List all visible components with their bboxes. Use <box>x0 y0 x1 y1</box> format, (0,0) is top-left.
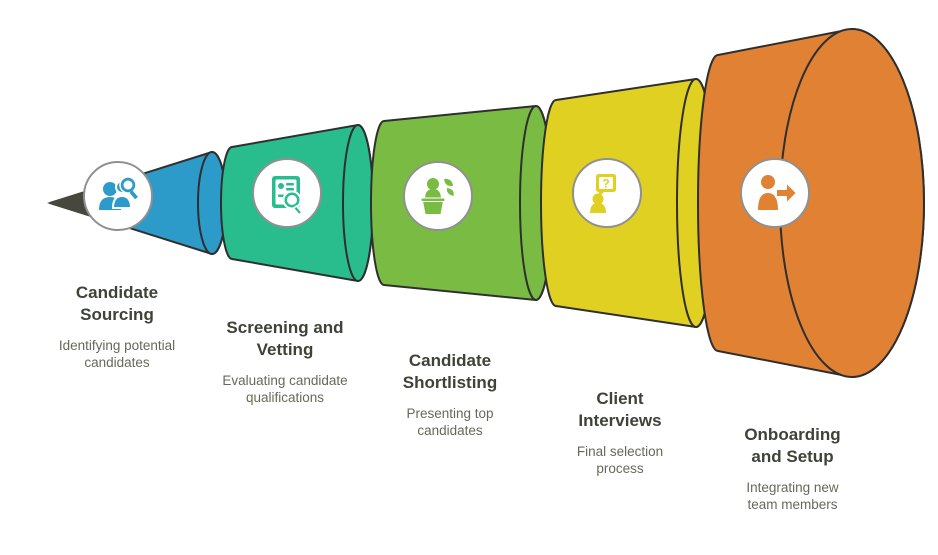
stage-4-label: Client Interviews Final selection proces… <box>540 388 700 478</box>
forward-arrow <box>775 181 798 205</box>
podium <box>423 201 443 214</box>
stage-2-label: Screening and Vetting Evaluating candida… <box>205 317 365 407</box>
person-head <box>761 175 775 189</box>
funnel-stage-onboarding-setup <box>697 28 925 378</box>
funnel-tip <box>47 189 92 217</box>
stage-description: Identifying potential candidates <box>58 337 176 371</box>
magnifier-handle <box>129 190 138 200</box>
stage-description: Integrating new team members <box>746 479 839 513</box>
presenter-podium-icon <box>420 178 454 214</box>
person-body <box>590 203 606 213</box>
resume-search-icon <box>272 176 304 216</box>
presenter-body <box>425 189 441 199</box>
question-mark: ? <box>602 177 609 191</box>
stage-4-icon-circle <box>572 158 642 228</box>
stage-3-label: Candidate Shortlisting Presenting top ca… <box>370 350 530 440</box>
people-search-icon <box>99 176 138 210</box>
stage-2-cap-rim <box>342 124 374 282</box>
stage-description: Presenting top candidates <box>406 405 494 439</box>
question-person-icon: ? <box>590 174 616 213</box>
person-forward-arrow-icon <box>758 175 798 210</box>
funnel-stage-client-interviews: ? <box>540 78 716 328</box>
stage-5-label: Onboarding and Setup Integrating new tea… <box>710 424 875 514</box>
funnel-stage-candidate-shortlisting <box>370 105 553 301</box>
stage-title: Screening and Vetting <box>226 318 344 359</box>
speech-bubble-inner <box>599 177 613 189</box>
stage-1-label: Candidate Sourcing Identifying potential… <box>37 282 197 372</box>
resume-photo <box>278 183 284 189</box>
stage-title: Client Interviews <box>578 389 662 430</box>
resume-line-2 <box>286 188 294 191</box>
person-head <box>592 193 604 205</box>
leaf-2 <box>446 188 454 196</box>
presenter-head <box>427 178 439 190</box>
magnifier-lens <box>123 180 133 190</box>
podium-top <box>420 197 446 202</box>
funnel-stage-candidate-sourcing <box>47 151 227 255</box>
stage-description: Final selection process <box>576 443 664 477</box>
person-body-2 <box>111 194 133 209</box>
stage-title: Onboarding and Setup <box>744 425 841 466</box>
stage-description: Evaluating candidate qualifications <box>222 372 348 406</box>
funnel-stage-screening-vetting <box>220 124 374 282</box>
stage-title: Candidate Sourcing <box>75 283 159 324</box>
magnifier-lens <box>287 195 297 205</box>
leaf-1 <box>444 178 453 187</box>
stage-title: Candidate Shortlisting <box>402 351 498 392</box>
magnifier-handle <box>292 204 304 216</box>
person-head <box>103 182 117 196</box>
resume-line-1 <box>286 183 294 186</box>
person-body <box>758 193 778 210</box>
